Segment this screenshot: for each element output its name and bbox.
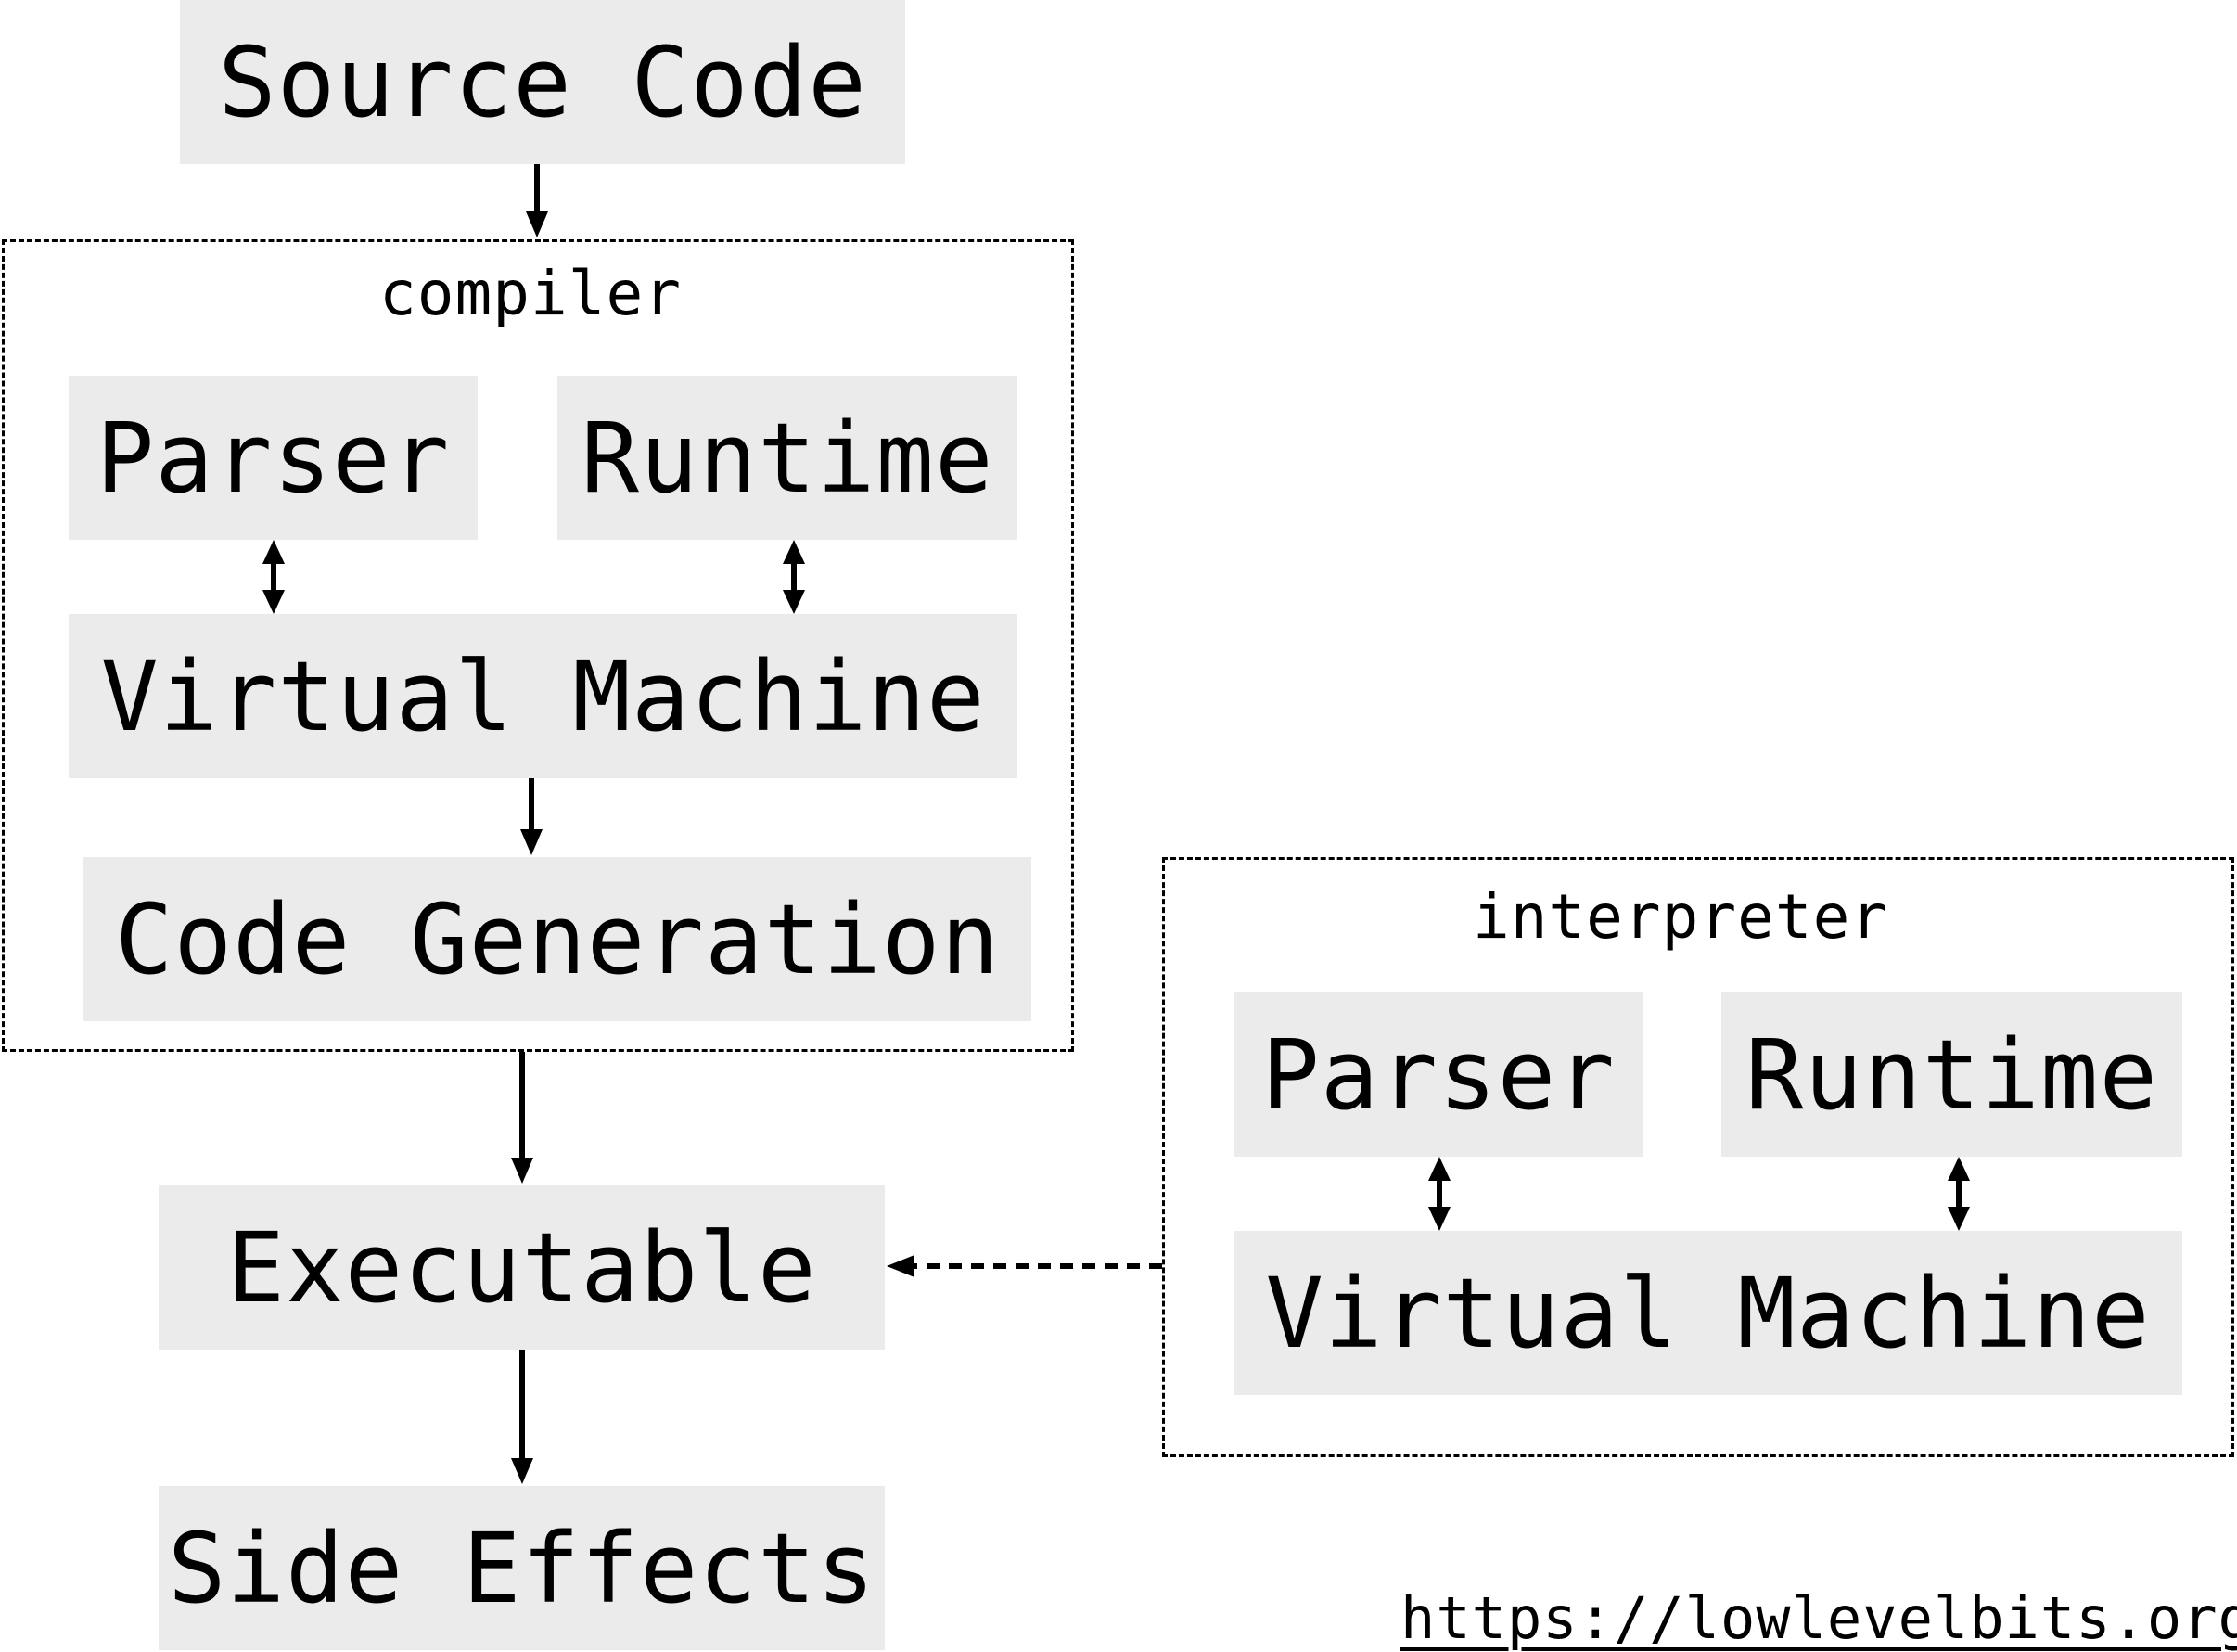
- compiler-group: [2, 239, 1074, 1052]
- executable-node: Executable: [159, 1185, 885, 1350]
- interpreter-virtual-machine-node: Virtual Machine: [1234, 1231, 2182, 1395]
- compiler-parser-node: Parser: [69, 376, 478, 540]
- source-code-node: Source Code: [180, 0, 905, 164]
- compiler-virtual-machine-node: Virtual Machine: [69, 614, 1017, 778]
- interpreter-runtime-node: Runtime: [1721, 992, 2182, 1157]
- interpreter-parser-node: Parser: [1234, 992, 1643, 1157]
- code-generation-node: Code Generation: [83, 857, 1031, 1021]
- side-effects-node: Side Effects: [159, 1486, 885, 1650]
- compiler-runtime-node: Runtime: [557, 376, 1017, 540]
- footer-url-link[interactable]: https://lowlevelbits.org: [1400, 1584, 2237, 1652]
- interpreter-group: [1162, 857, 2234, 1457]
- interpreter-label: interpreter: [1472, 881, 1889, 953]
- compiler-label: compiler: [379, 258, 682, 329]
